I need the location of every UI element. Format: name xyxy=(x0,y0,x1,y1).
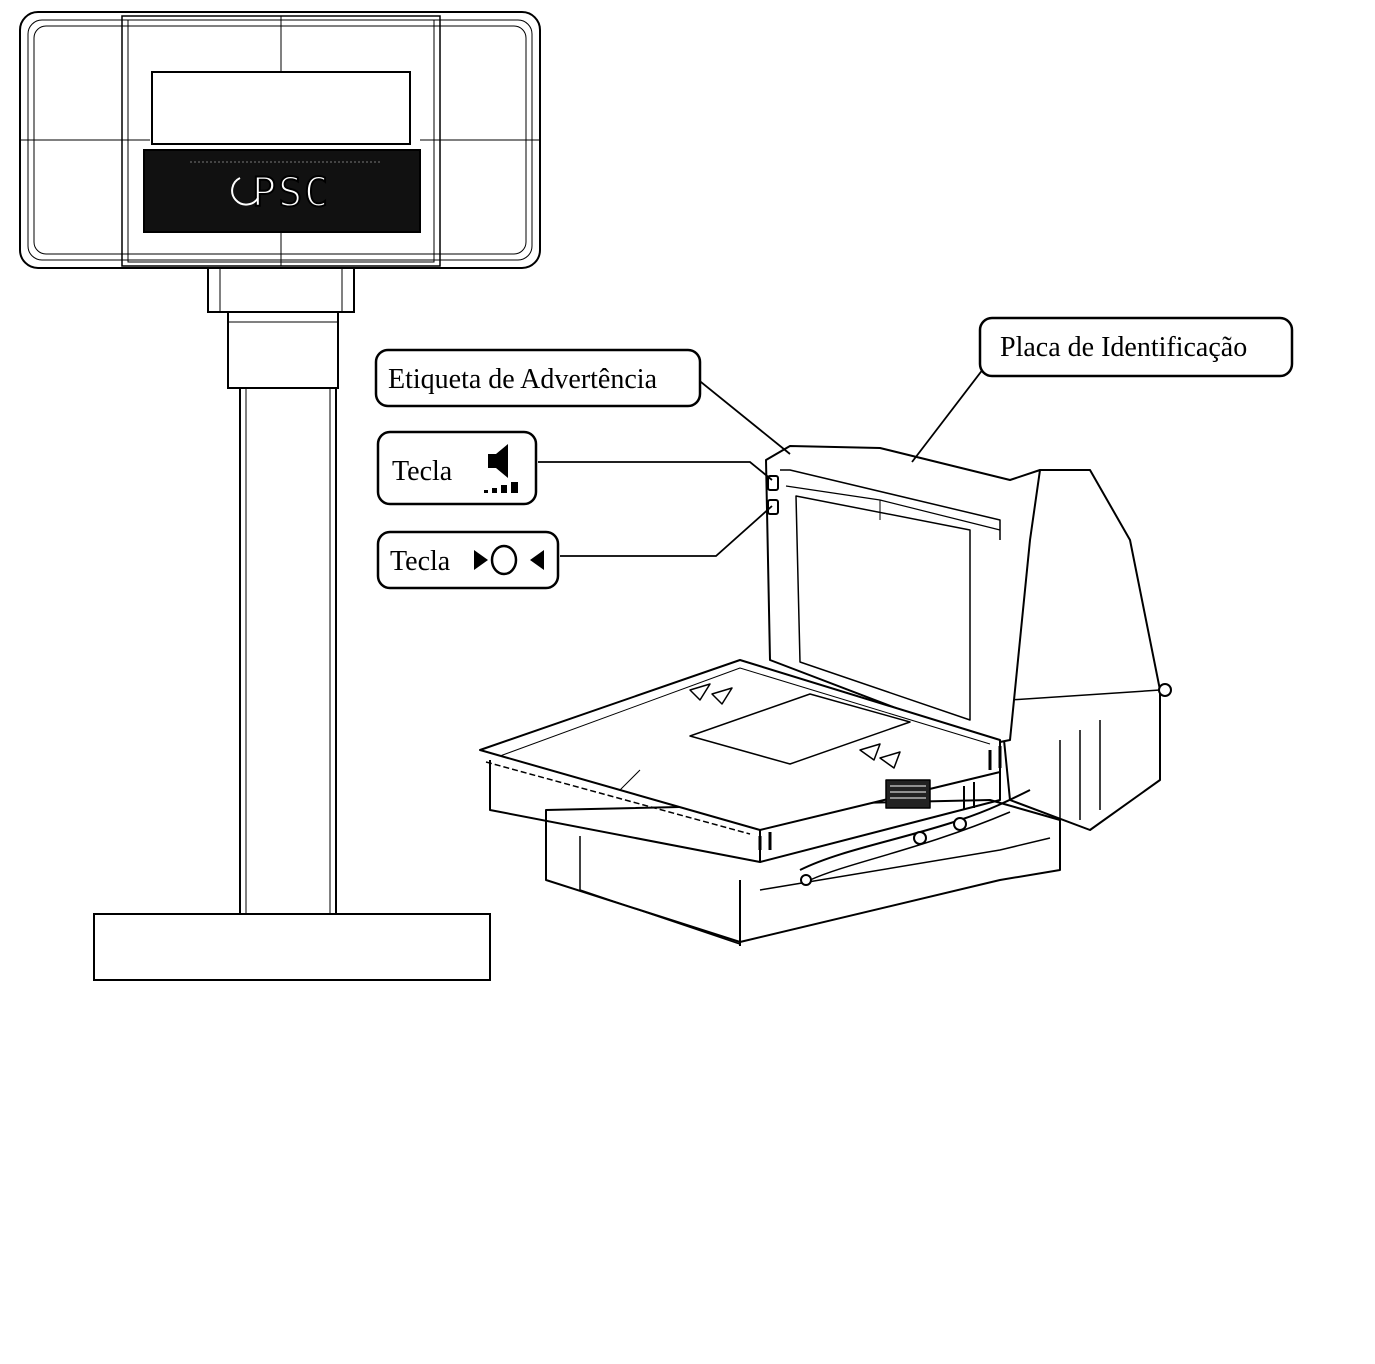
reset-key-text: Tecla xyxy=(390,546,451,577)
platter-arrow-marks xyxy=(689,683,901,769)
display-logo-text: PSC xyxy=(252,170,330,216)
scanner-cables xyxy=(799,789,1031,871)
customer-display-pole: PSC xyxy=(19,11,541,981)
warning-label-text: Etiqueta de Advertência xyxy=(388,364,658,395)
pole-collar xyxy=(227,311,339,389)
display-neck xyxy=(207,267,355,313)
scanner-horizontal-window xyxy=(689,693,911,765)
id-plate-text: Placa de Identificação xyxy=(1000,332,1247,363)
reset-key-button[interactable] xyxy=(767,499,779,515)
speaker-volume-icon xyxy=(484,444,518,493)
display-logo-panel xyxy=(143,149,421,233)
scanner-scale xyxy=(479,445,1172,946)
callout-volume-key: Tecla xyxy=(376,430,538,506)
pole-shaft xyxy=(239,387,337,915)
display-window xyxy=(151,71,411,145)
arrows-circle-icon xyxy=(474,544,544,576)
volume-key-text: Tecla xyxy=(392,456,453,487)
callout-id-plate: Placa de Identificação xyxy=(978,316,1294,378)
scanner-connector xyxy=(885,779,931,809)
callout-warning-label: Etiqueta de Advertência xyxy=(374,348,702,408)
leader-lines xyxy=(538,359,991,557)
pole-base xyxy=(93,913,491,981)
scanner-vertical-window xyxy=(795,495,971,721)
callout-reset-key: Tecla xyxy=(376,530,560,590)
scanner-lower-body xyxy=(545,799,1061,943)
